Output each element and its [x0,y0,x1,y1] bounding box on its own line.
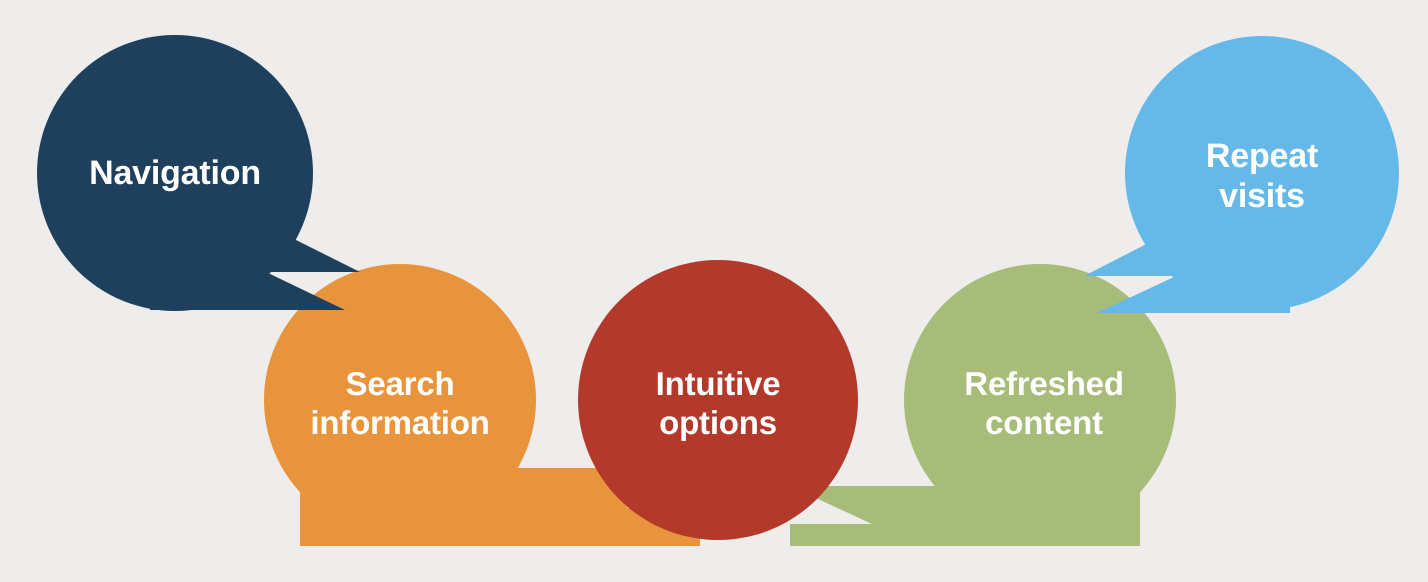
node-shape-repeat-visits[interactable] [1084,36,1399,313]
node-shape-refreshed-content[interactable] [790,264,1176,546]
circle-refreshed-content [904,264,1176,536]
circle-intuitive-options [578,260,858,540]
circle-navigation [37,35,313,311]
circle-repeat-visits [1125,36,1399,310]
node-shape-search-information[interactable] [264,264,700,546]
node-shape-intuitive-options[interactable] [578,260,858,540]
node-shape-navigation[interactable] [37,35,360,311]
circle-search-information [264,264,536,536]
